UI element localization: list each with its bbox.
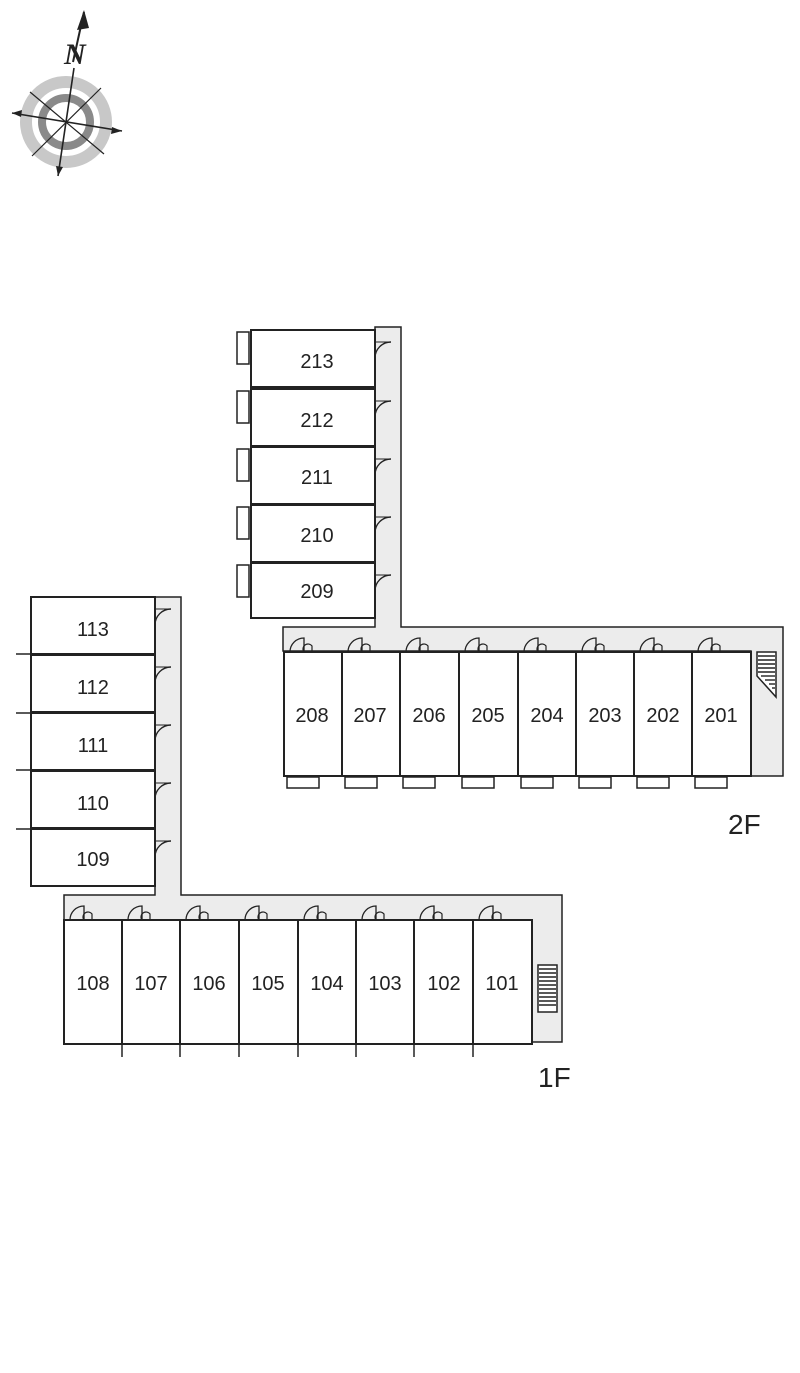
unit-212: 212 [236, 388, 392, 447]
unit-206: 206 [399, 637, 460, 789]
room-number: 206 [412, 705, 445, 727]
unit-104: 104 [297, 905, 357, 1057]
room-number: 210 [300, 525, 333, 547]
unit-211: 211 [236, 446, 392, 505]
room-number: 110 [77, 793, 109, 815]
unit-112: 112 [16, 654, 172, 714]
unit-103: 103 [355, 905, 415, 1057]
unit-209: 209 [236, 562, 392, 619]
room-number: 208 [295, 705, 328, 727]
unit-110: 110 [16, 770, 172, 830]
compass-north-label: N [63, 38, 87, 71]
room-number: 212 [300, 410, 333, 432]
compass-rose-icon [11, 10, 123, 177]
unit-202: 202 [633, 637, 693, 789]
unit-204: 204 [517, 637, 577, 789]
unit-207: 207 [341, 637, 401, 789]
unit-205: 205 [458, 637, 519, 789]
room-number: 102 [427, 973, 460, 995]
unit-111: 111 [16, 712, 172, 771]
unit-105: 105 [238, 905, 299, 1057]
room-number: 112 [77, 677, 109, 699]
unit-210: 210 [236, 504, 392, 563]
unit-108: 108 [63, 905, 123, 1057]
unit-113: 113 [16, 596, 172, 655]
room-number: 202 [646, 705, 679, 727]
room-number: 105 [251, 973, 284, 995]
stairs-1f-icon [537, 964, 558, 1013]
room-number: 209 [300, 581, 333, 603]
room-number: 211 [301, 467, 333, 489]
floor-1f: 113 112 111 110 109 [16, 596, 571, 1093]
room-number: 205 [471, 705, 504, 727]
room-number: 213 [300, 351, 333, 373]
unit-101: 101 [472, 905, 533, 1045]
stairs-2f-icon [756, 651, 777, 699]
room-number: 109 [76, 849, 109, 871]
floor-label-2f: 2F [728, 809, 761, 840]
unit-102: 102 [413, 905, 474, 1057]
unit-201: 201 [691, 637, 752, 789]
room-number: 201 [704, 705, 737, 727]
room-number: 107 [134, 973, 167, 995]
room-number: 101 [485, 973, 518, 995]
unit-213: 213 [236, 329, 392, 388]
unit-107: 107 [121, 905, 181, 1057]
room-number: 111 [78, 735, 108, 757]
room-number: 113 [77, 619, 109, 641]
room-number: 108 [76, 973, 109, 995]
room-number: 106 [192, 973, 225, 995]
unit-109: 109 [30, 828, 172, 887]
floor-label-1f: 1F [538, 1062, 571, 1093]
floor-2f: 213 212 211 210 209 [236, 326, 784, 840]
room-number: 207 [353, 705, 386, 727]
unit-208: 208 [283, 637, 343, 789]
room-number: 204 [530, 705, 563, 727]
room-number: 104 [310, 973, 343, 995]
unit-203: 203 [575, 637, 635, 789]
room-number: 103 [368, 973, 401, 995]
room-number: 203 [588, 705, 621, 727]
unit-106: 106 [179, 905, 240, 1057]
